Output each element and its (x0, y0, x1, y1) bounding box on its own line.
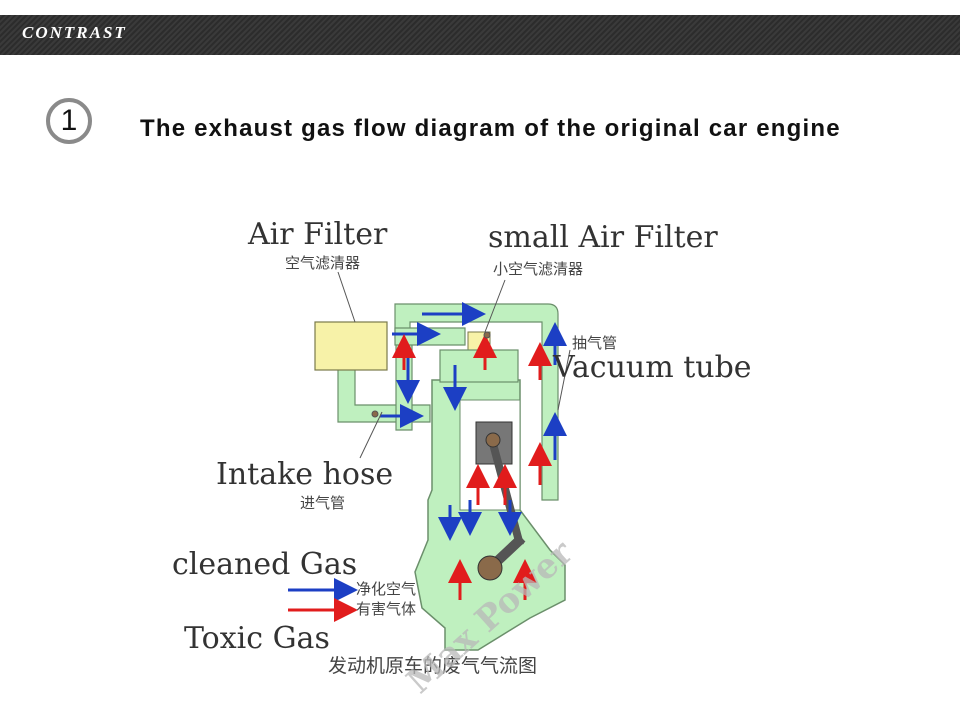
small-air-filter-label-cn: 小空气滤清器 (493, 260, 583, 278)
small-air-filter-label: small Air Filter (488, 220, 718, 255)
toxic-gas-label-cn: 有害气体 (356, 600, 416, 618)
air-filter-box (314, 321, 388, 371)
piston-pin (485, 432, 501, 448)
banner-label: CONTRAST (22, 23, 127, 42)
air-filter-label: Air Filter (247, 217, 388, 252)
cleaned-gas-label: cleaned Gas (172, 547, 357, 582)
vacuum-tube-label-cn: 抽气管 (572, 334, 617, 352)
engine-flow-diagram: Air Filter 空气滤清器 small Air Filter 小空气滤清器… (160, 200, 800, 706)
intake-hose-label: Intake hose (216, 457, 393, 492)
step-number-badge: 1 (46, 98, 92, 144)
toxic-gas-label: Toxic Gas (184, 621, 330, 656)
intake-hose-label-cn: 进气管 (300, 494, 345, 512)
vacuum-tube-label: Vacuum tube (552, 350, 752, 385)
leader-lines (337, 271, 571, 459)
air-filter-label-cn: 空气滤清器 (285, 254, 360, 272)
cleaned-gas-label-cn: 净化空气 (356, 580, 416, 598)
diagram-caption-cn: 发动机原车的废气气流图 (328, 655, 537, 677)
toxic-flow-arrows (392, 334, 552, 600)
crankshaft (477, 555, 503, 581)
cylinder-head (439, 349, 519, 383)
page-title: The exhaust gas flow diagram of the orig… (140, 115, 841, 142)
header-banner: CONTRAST (0, 15, 960, 55)
